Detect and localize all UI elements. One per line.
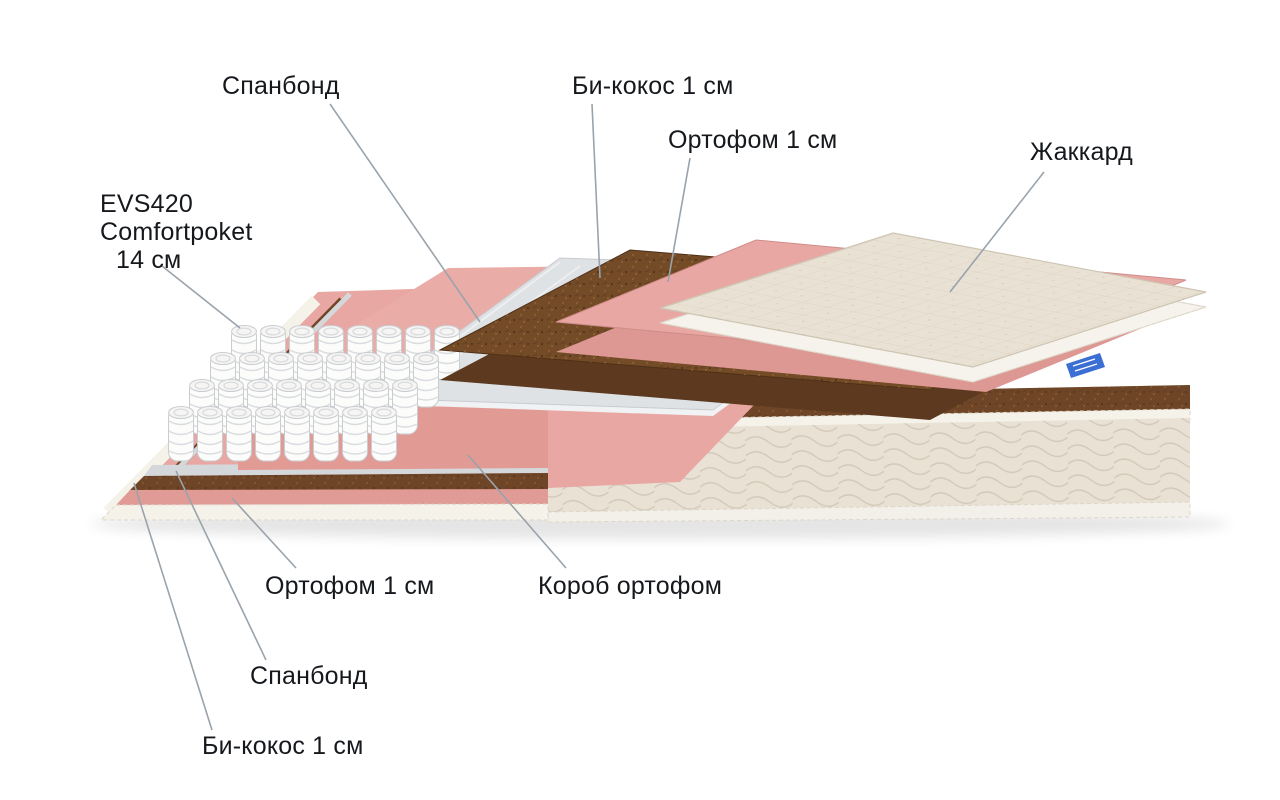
label-korob: Короб ортофом xyxy=(538,572,723,600)
spunbond-bottom-line xyxy=(175,470,267,661)
jacquard-line xyxy=(949,171,1045,293)
brand-tag xyxy=(1066,353,1105,378)
orthofoam-bottom-line xyxy=(231,497,297,569)
spunbond-top-line xyxy=(329,103,481,323)
korob-line xyxy=(467,454,567,569)
label-bicocos-top: Би-кокос 1 см xyxy=(572,72,734,100)
label-spunbond-top: Спанбонд xyxy=(222,72,340,100)
label-lines xyxy=(133,103,1045,731)
jacquard-cover xyxy=(659,232,1207,383)
orthofoam-top-line xyxy=(667,157,691,283)
label-springs-line3: 14 см xyxy=(116,246,182,274)
label-springs: EVS420 Comfortpoket 14 см xyxy=(100,190,252,274)
bicocos-bottom-line xyxy=(133,482,213,731)
label-bicocos-bottom: Би-кокос 1 см xyxy=(202,732,364,760)
label-springs-line2: Comfortpoket xyxy=(100,218,253,246)
orthofoam-bottom-edge xyxy=(116,489,548,505)
label-orthofoam-bottom: Ортофом 1 см xyxy=(265,572,435,600)
bicocos-top-line xyxy=(591,103,601,279)
label-spunbond-bottom: Спанбонд xyxy=(250,662,368,690)
cover-piping-bottom xyxy=(101,504,548,520)
springs-line xyxy=(161,265,241,329)
label-springs-line1: EVS420 xyxy=(100,190,193,218)
label-orthofoam-top: Ортофом 1 см xyxy=(668,126,838,154)
label-jacquard: Жаккард xyxy=(1030,138,1133,166)
